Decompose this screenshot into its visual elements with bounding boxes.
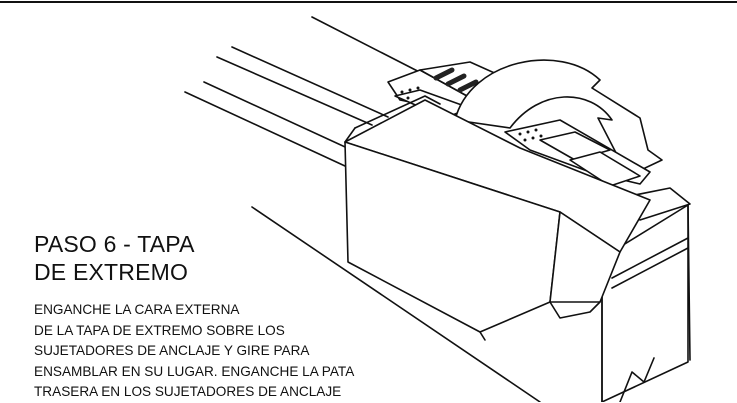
step-title: PASO 6 - TAPA DE EXTREMO — [34, 230, 195, 286]
instruction-line-1: ENGANCHE LA CARA EXTERNA — [34, 302, 240, 317]
base-post — [601, 204, 691, 402]
instruction-line-2: DE LA TAPA DE EXTREMO SOBRE LOS — [34, 322, 285, 338]
instruction-line-3: SUJETADORES DE ANCLAJE Y GIRE PARA — [34, 343, 310, 358]
instruction-line-5: TRASERA EN LOS SUJETADORES DE ANCLAJE — [34, 384, 342, 399]
instruction-line-4: ENSAMBLAR EN SU LUGAR. ENGANCHE LA PATA — [34, 363, 355, 379]
curved-arrow-icon — [454, 59, 663, 177]
step-title-line-2: DE EXTREMO — [34, 259, 189, 285]
step-title-line-1: PASO 6 - TAPA — [34, 231, 195, 257]
step-instructions: ENGANCHE LA CARA EXTERNA DE LA TAPA DE E… — [34, 300, 504, 403]
end-cap — [344, 95, 651, 341]
rail-lines — [184, 16, 541, 402]
